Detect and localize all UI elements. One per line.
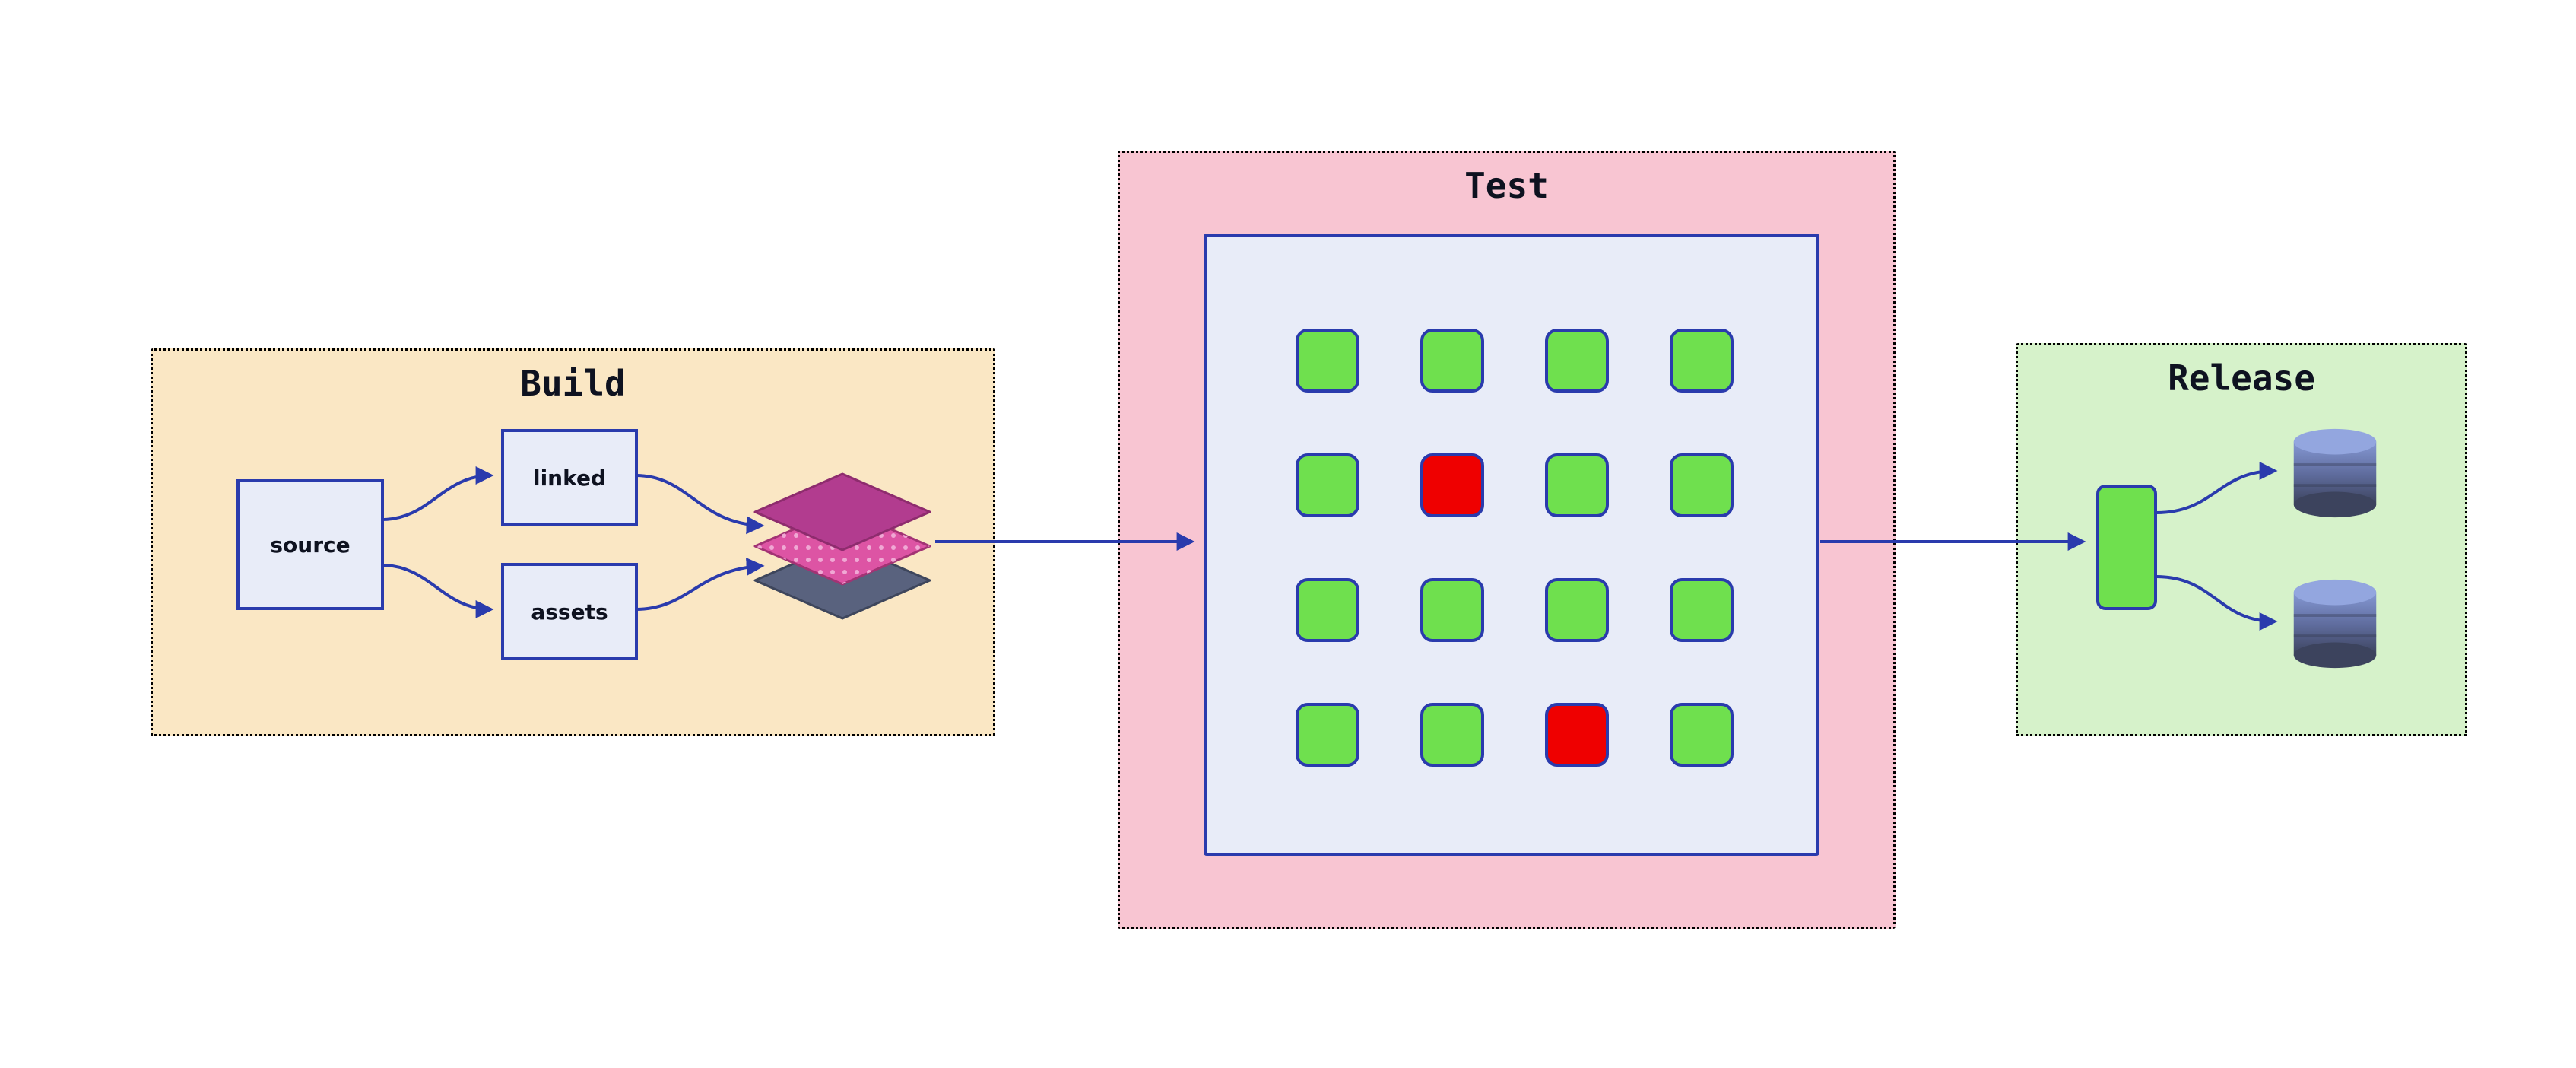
test-cell-pass — [1545, 578, 1609, 642]
package-icon — [2096, 485, 2157, 610]
node-source-label: source — [270, 532, 351, 558]
test-cell-pass — [1420, 329, 1484, 393]
test-cell-pass — [1670, 703, 1734, 767]
database-icon — [2293, 428, 2377, 518]
test-cell-pass — [1545, 453, 1609, 517]
test-cell-pass — [1296, 453, 1359, 517]
test-cell-pass — [1670, 329, 1734, 393]
build-section: Build source linked assets — [151, 348, 995, 736]
node-assets: assets — [501, 563, 638, 660]
test-grid — [1296, 329, 1734, 767]
test-cell-pass — [1296, 329, 1359, 393]
test-cell-pass — [1296, 578, 1359, 642]
test-cell-pass — [1670, 578, 1734, 642]
node-source: source — [236, 479, 384, 610]
test-section: Test — [1118, 151, 1896, 929]
test-cell-pass — [1670, 453, 1734, 517]
node-assets-label: assets — [531, 599, 608, 625]
test-matrix-box — [1204, 234, 1819, 856]
test-cell-pass — [1420, 703, 1484, 767]
release-section: Release — [2016, 343, 2467, 736]
test-cell-pass — [1420, 578, 1484, 642]
node-linked: linked — [501, 429, 638, 526]
database-icon — [2293, 579, 2377, 669]
build-section-label: Build — [520, 363, 626, 404]
node-linked-label: linked — [532, 465, 607, 491]
layers-stack-icon — [753, 472, 931, 620]
release-section-label: Release — [2168, 358, 2315, 399]
test-cell-fail — [1545, 703, 1609, 767]
test-cell-pass — [1545, 329, 1609, 393]
test-section-label: Test — [1464, 165, 1549, 206]
test-cell-pass — [1296, 703, 1359, 767]
test-cell-fail — [1420, 453, 1484, 517]
